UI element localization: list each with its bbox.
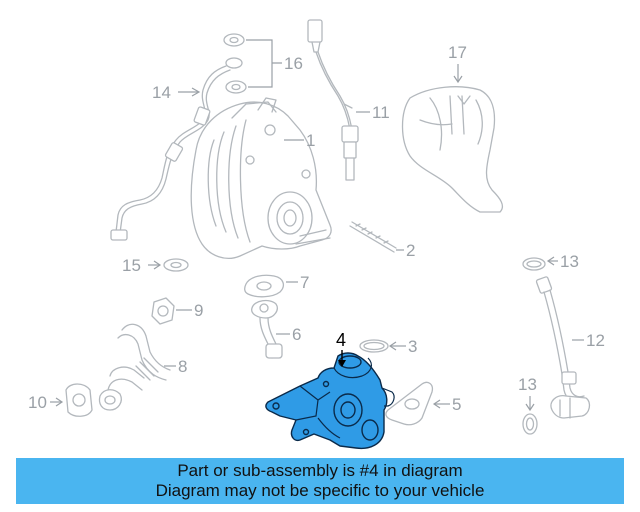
callout-2: 2 <box>406 241 415 260</box>
callout-8: 8 <box>178 357 187 376</box>
callout-10: 10 <box>28 393 47 412</box>
callout-14: 14 <box>152 83 171 102</box>
part-12-return-pipe[interactable] <box>535 276 591 419</box>
callout-6: 6 <box>292 325 301 344</box>
callout-5: 5 <box>452 395 461 414</box>
part-6-pipe[interactable] <box>251 299 290 359</box>
part-1-turbocharger[interactable] <box>190 97 332 259</box>
callout-13-top: 13 <box>560 252 579 271</box>
part-8-pipe[interactable] <box>98 323 176 411</box>
info-banner: Part or sub-assembly is #4 in diagram Di… <box>16 458 624 504</box>
part-9-gasket[interactable] <box>151 297 192 325</box>
callout-4: 4 <box>336 330 346 350</box>
banner-line-2: Diagram may not be specific to your vehi… <box>155 481 485 500</box>
callout-9: 9 <box>194 301 203 320</box>
callout-12: 12 <box>586 331 605 350</box>
part-16-washers[interactable] <box>223 33 282 94</box>
part-4-adapter-highlighted[interactable] <box>265 350 395 450</box>
callout-11: 11 <box>372 103 390 122</box>
callout-13-bottom: 13 <box>518 375 537 394</box>
part-7-gasket[interactable] <box>244 274 298 298</box>
part-11-sensor[interactable] <box>307 19 370 181</box>
callout-1: 1 <box>306 131 315 150</box>
part-14-oil-line[interactable] <box>110 65 231 241</box>
part-10-gasket[interactable] <box>50 383 93 417</box>
callout-7: 7 <box>300 273 309 292</box>
part-15-washer[interactable] <box>148 258 189 272</box>
banner-line-1: Part or sub-assembly is #4 in diagram <box>177 461 463 480</box>
callout-16: 16 <box>284 54 303 73</box>
callout-15: 15 <box>122 256 141 275</box>
part-3-seal[interactable] <box>359 339 406 353</box>
part-13-oring-bottom[interactable] <box>522 396 538 435</box>
callout-3: 3 <box>408 337 417 356</box>
part-13-oring-top[interactable] <box>522 256 558 271</box>
part-5-gasket[interactable] <box>385 381 450 426</box>
part-17-heat-shield[interactable] <box>401 64 504 213</box>
callout-17: 17 <box>448 43 467 62</box>
part-2-stud[interactable] <box>349 221 404 253</box>
parts-diagram: 16 14 1 1 <box>28 19 605 450</box>
